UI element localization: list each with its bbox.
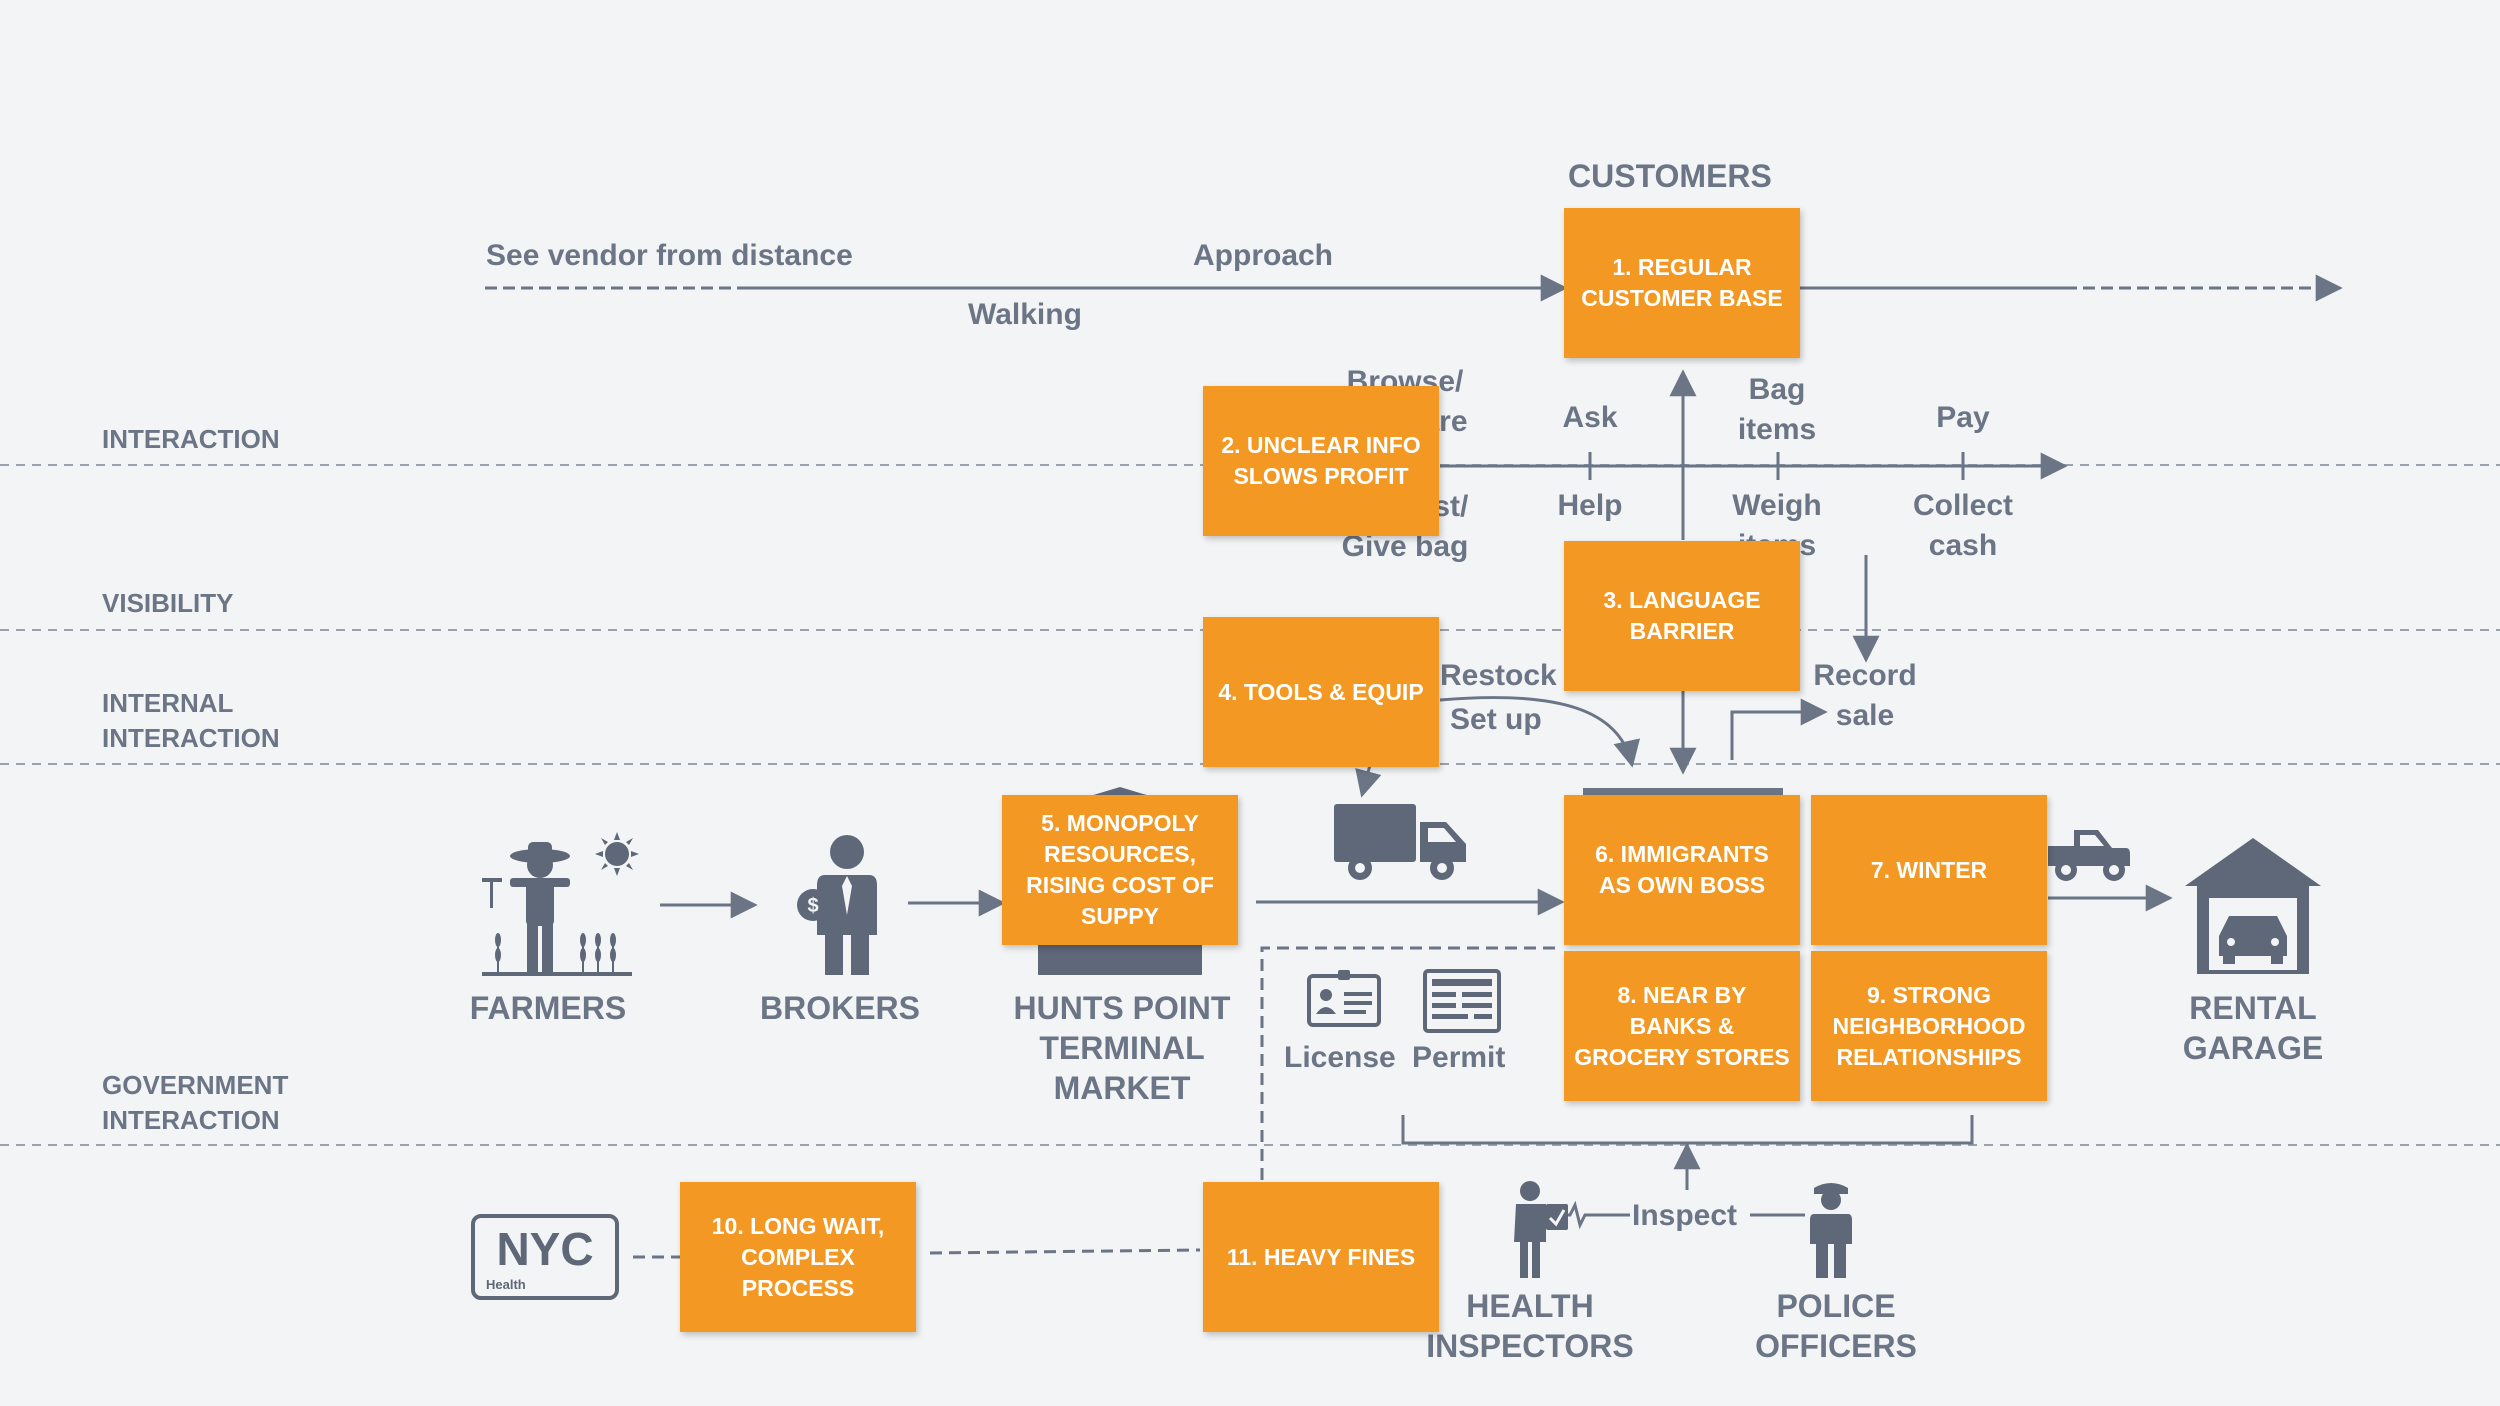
step-restock: Restock [1440, 659, 1557, 692]
broker-icon: $ [785, 830, 885, 980]
pain-point-3-language-barrier: 3. LANGUAGE BARRIER [1564, 541, 1800, 691]
step-ask: Ask [1562, 401, 1618, 434]
police-officer-icon [1808, 1180, 1854, 1280]
step-set-up: Set up [1450, 703, 1542, 736]
step-record-sale: Record sale [1813, 659, 1917, 732]
nyc-logo-text: NYC [496, 1223, 593, 1275]
health-inspector-icon [1506, 1180, 1576, 1280]
actor-label-hunts-point: HUNTS POINT TERMINAL MARKET [1013, 990, 1231, 1106]
svg-text:$: $ [807, 895, 818, 917]
pain-point-4-tools-equip: 4. TOOLS & EQUIP [1203, 617, 1439, 767]
nyc-health-logo: NYC Health [470, 1213, 620, 1301]
sun-icon [595, 832, 639, 876]
step-approach: Approach [1193, 239, 1334, 272]
lane-label-internal-interaction: INTERNAL INTERACTION [102, 688, 280, 753]
permit-label: Permit [1412, 1041, 1506, 1074]
step-help: Help [1557, 489, 1623, 522]
pain-point-8-banks-grocery: 8. NEAR BY BANKS & GROCERY STORES [1564, 951, 1800, 1101]
lane-label-government-interaction: GOVERNMENT INTERACTION [102, 1070, 289, 1135]
pain-point-9-neighborhood-relationships: 9. STRONG NEIGHBORHOOD RELATIONSHIPS [1811, 951, 2047, 1101]
pain-point-1-regular-customer-base: 1. REGULAR CUSTOMER BASE [1564, 208, 1800, 358]
actor-label-farmers: FARMERS [469, 990, 627, 1026]
pain-point-11-heavy-fines: 11. HEAVY FINES [1203, 1182, 1439, 1332]
pain-point-5-monopoly-resources: 5. MONOPOLY RESOURCES, RISING COST OF SU… [1002, 795, 1238, 945]
step-walking: Walking [968, 298, 1082, 331]
nyc-logo-subtext: Health [486, 1277, 526, 1292]
license-label: License [1284, 1041, 1396, 1074]
truck-icon [1332, 800, 1472, 884]
pain-point-2-unclear-info: 2. UNCLEAR INFO SLOWS PROFIT [1203, 386, 1439, 536]
lane-label-interaction: INTERACTION [102, 424, 280, 454]
pain-point-10-long-wait: 10. LONG WAIT, COMPLEX PROCESS [680, 1182, 916, 1332]
actor-label-health-inspectors: HEALTH INSPECTORS [1426, 1288, 1634, 1364]
farmer-icon [480, 830, 640, 980]
lane-label-visibility: VISIBILITY [102, 588, 234, 618]
customers-header: CUSTOMERS [1568, 158, 1772, 194]
garage-icon [2183, 836, 2323, 976]
step-see-vendor: See vendor from distance [486, 239, 853, 272]
step-pay: Pay [1936, 401, 1990, 434]
step-collect-cash: Collect cash [1912, 489, 2014, 562]
inspect-label: Inspect [1632, 1199, 1738, 1232]
actor-label-rental-garage: RENTAL GARAGE [2182, 990, 2324, 1066]
step-bag-items: Bag items [1737, 373, 1817, 446]
license-icon [1306, 970, 1382, 1028]
actor-label-brokers: BROKERS [759, 990, 920, 1026]
actor-label-police-officers: POLICE OFFICERS [1755, 1288, 1917, 1364]
pain-point-7-winter: 7. WINTER [1811, 795, 2047, 945]
permit-icon [1422, 968, 1502, 1034]
pickup-truck-icon [2046, 826, 2132, 884]
pain-point-6-immigrants-own-boss: 6. IMMIGRANTS AS OWN BOSS [1564, 795, 1800, 945]
